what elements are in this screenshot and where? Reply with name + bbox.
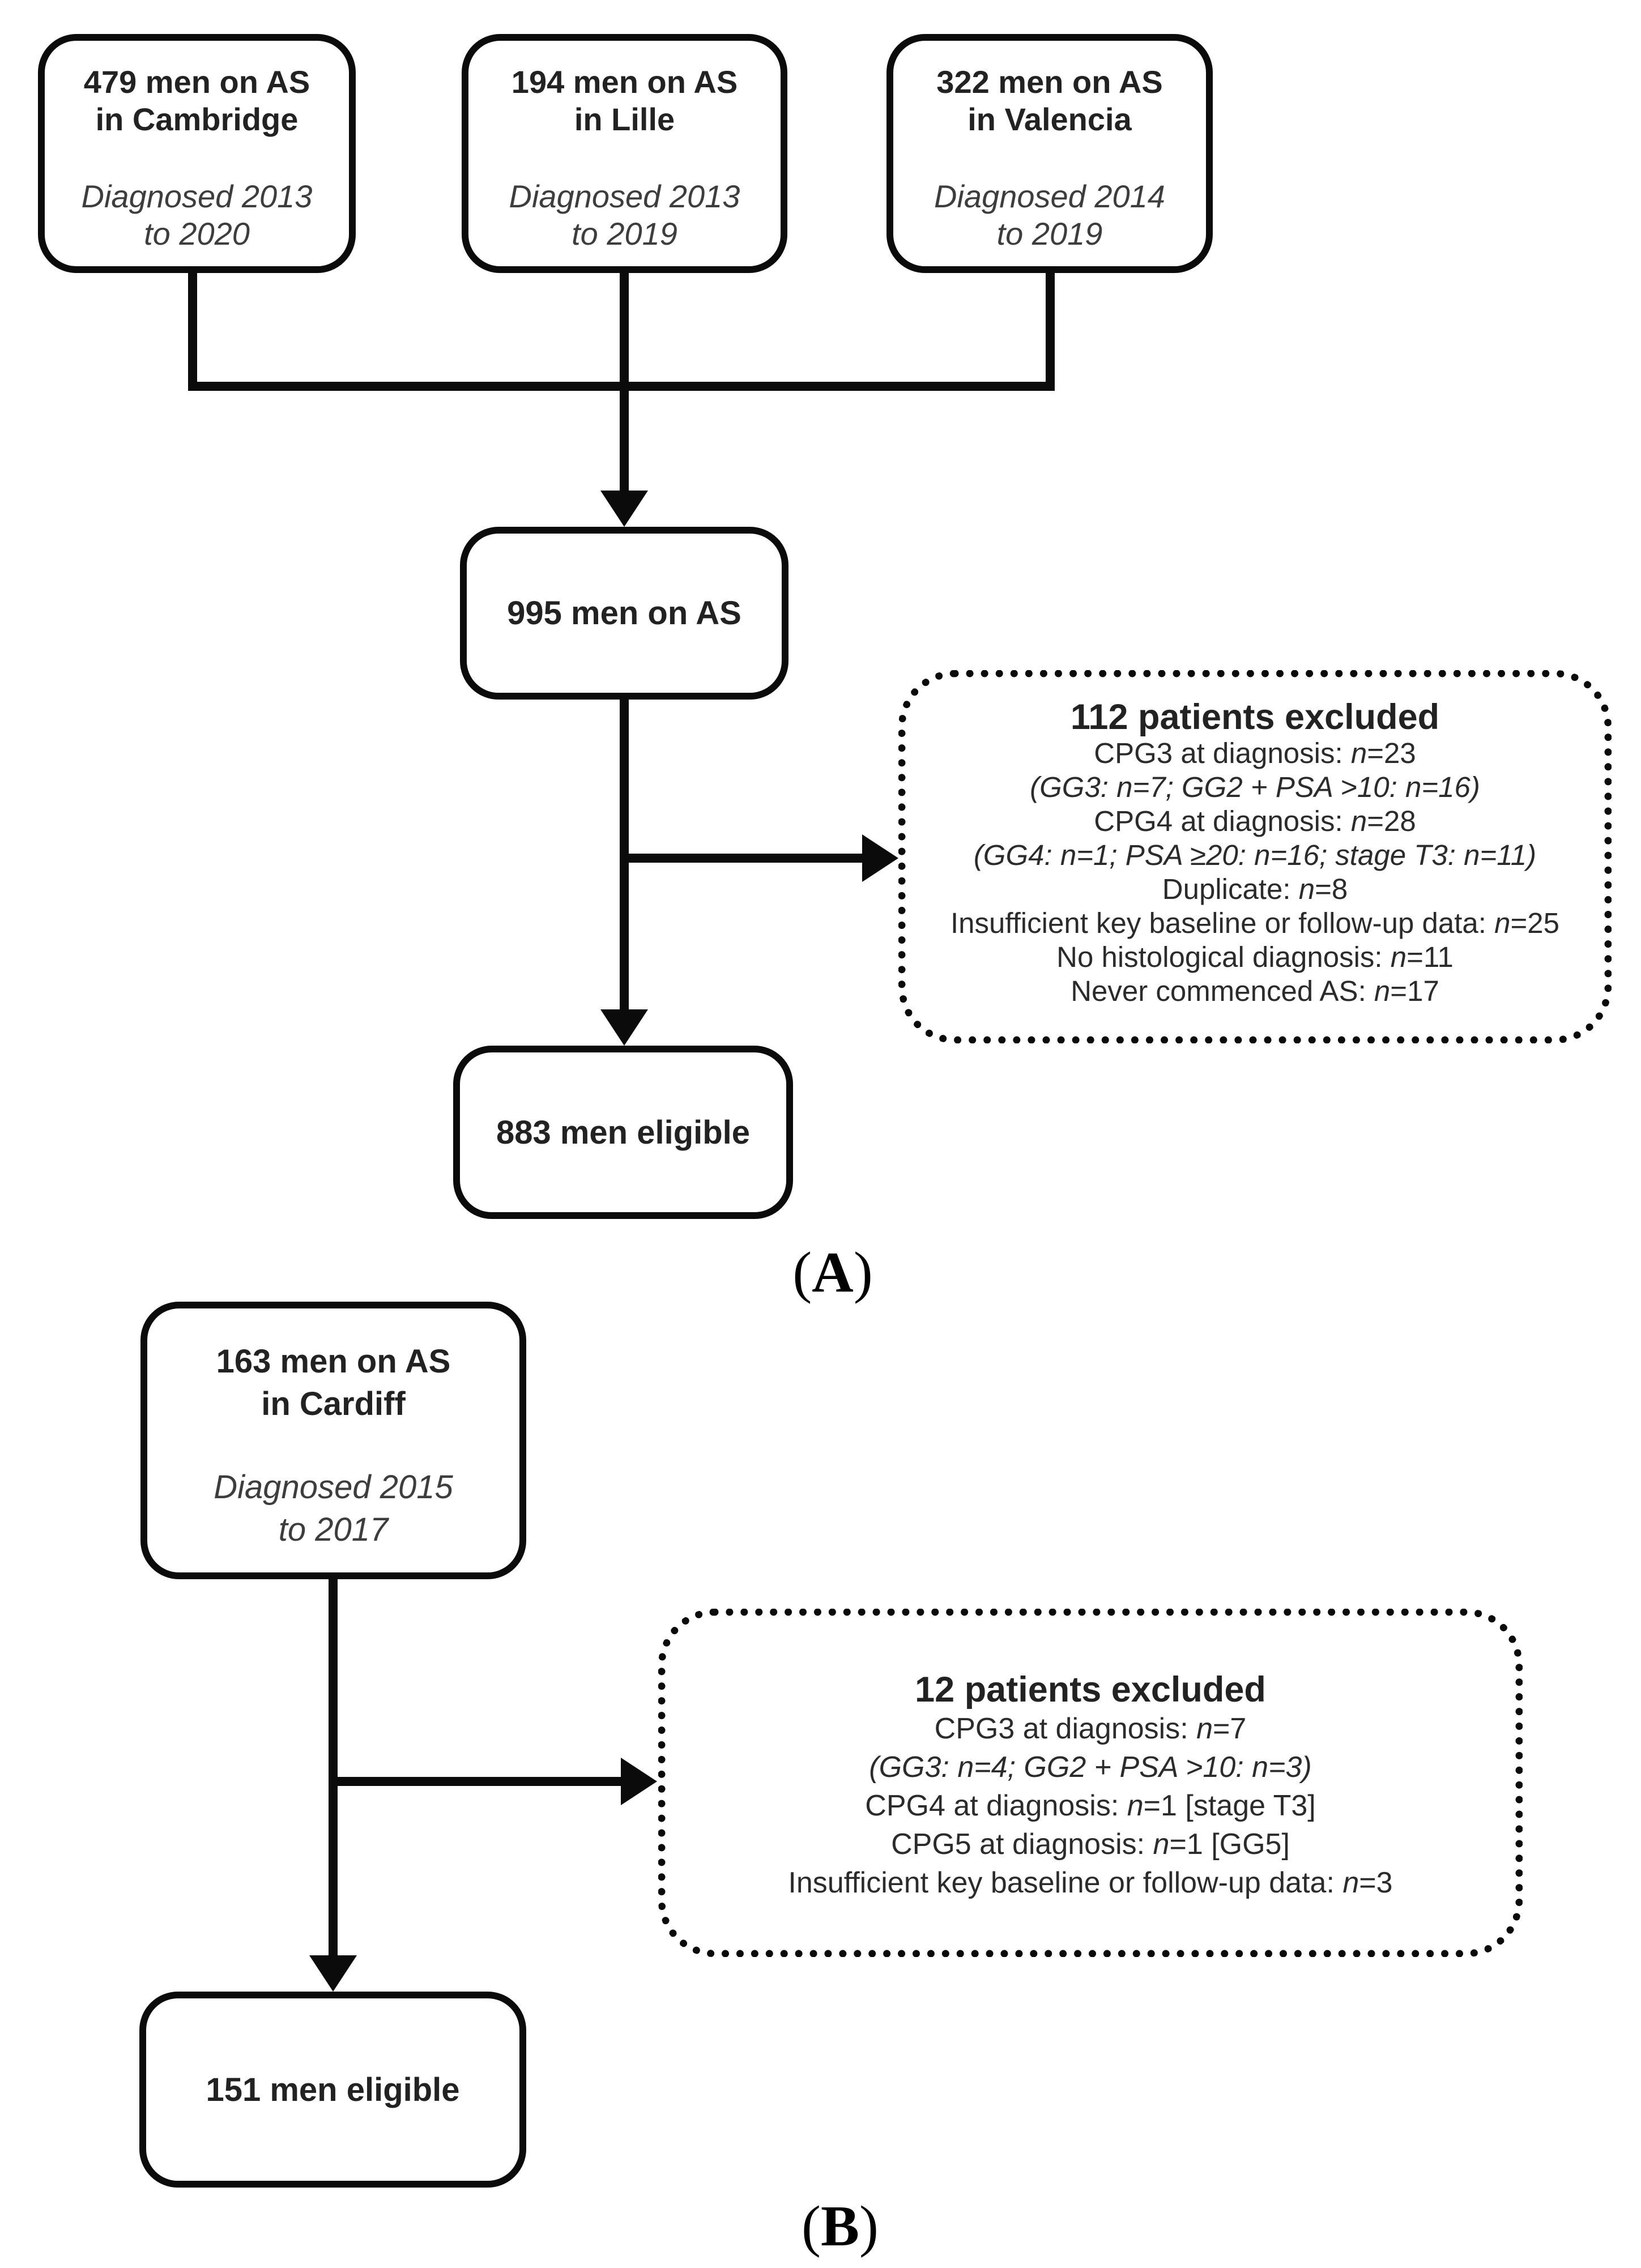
valencia-title-line2: in Valencia [967,101,1132,137]
connector-valencia-stub [1046,270,1055,391]
excluded-line: CPG5 at diagnosis: n=1 [GG5] [891,1828,1290,1861]
excluded-line: CPG3 at diagnosis: n=7 [934,1712,1247,1745]
cambridge-subtitle-line2: to 2020 [144,216,250,251]
valencia-subtitle-line2: to 2019 [996,216,1103,251]
eligible-a-text: 883 men eligible [496,1114,751,1151]
cambridge-title-line1: 479 men on AS [83,64,310,100]
excluded-line: CPG4 at diagnosis: n=1 [stage T3] [865,1789,1316,1822]
node-cardiff: 163 men on AS in Cardiff Diagnosed 2015 … [140,1302,526,1579]
panel-b-label-close: ) [859,2194,879,2258]
lille-title-line2: in Lille [574,101,675,137]
excluded-line: CPG4 at diagnosis: n=28 [1094,805,1416,837]
excluded-a-lines: CPG3 at diagnosis: n=23(GG3: n=7; GG2 + … [923,736,1587,1008]
panel-a-label-close: ) [853,1240,873,1304]
excluded-line: CPG3 at diagnosis: n=23 [1094,737,1416,769]
cardiff-title-line1: 163 men on AS [216,1343,451,1380]
node-eligible-b: 151 men eligible [139,1992,526,2188]
connector-branch-b [329,1777,621,1786]
connector-branch-a [620,854,863,863]
panel-b-label: (B) [795,2193,885,2260]
cardiff-subtitle-line1: Diagnosed 2015 [214,1469,453,1506]
panel-b-label-open: ( [802,2194,821,2258]
valencia-title: 322 men on AS in Valencia [893,63,1206,138]
excluded-b-lines: CPG3 at diagnosis: n=7 (GG3: n=4; GG2 + P… [683,1709,1498,1902]
pooled-text: 995 men on AS [507,595,741,632]
cambridge-subtitle-line1: Diagnosed 2013 [81,178,313,214]
node-eligible-a: 883 men eligible [453,1046,793,1219]
excluded-line: Never commenced AS: n=17 [1071,975,1439,1007]
excluded-line: (GG3: n=4; GG2 + PSA >10: n=3) [869,1751,1312,1784]
panel-a-label: (A) [787,1239,878,1306]
lille-title-line1: 194 men on AS [511,64,738,100]
excluded-line: (GG3: n=7; GG2 + PSA >10: n=16) [1030,771,1480,803]
valencia-subtitle: Diagnosed 2014 to 2019 [893,178,1206,253]
node-pooled: 995 men on AS [460,527,788,700]
excluded-line: Insufficient key baseline or follow-up d… [950,907,1559,939]
arrowhead-to-eligible-b [309,1955,357,1992]
lille-title: 194 men on AS in Lille [468,63,781,138]
cambridge-title-line2: in Cambridge [95,101,299,137]
connector-cardiff-eligible [329,1579,338,1956]
connector-cambridge-stub [188,270,197,391]
lille-subtitle-line1: Diagnosed 2013 [509,178,740,214]
arrowhead-to-eligible-a [600,1009,648,1046]
cardiff-title: 163 men on AS in Cardiff [147,1340,519,1425]
cambridge-subtitle: Diagnosed 2013 to 2020 [45,178,349,253]
valencia-subtitle-line1: Diagnosed 2014 [934,178,1165,214]
panel-a-label-letter: A [812,1240,854,1304]
node-cambridge: 479 men on AS in Cambridge Diagnosed 201… [38,34,356,273]
node-excluded-b: 12 patients excluded CPG3 at diagnosis: … [658,1609,1523,1957]
excluded-line: (GG4: n=1; PSA ≥20: n=16; stage T3: n=11… [973,839,1537,871]
cambridge-title: 479 men on AS in Cambridge [45,63,349,138]
excluded-line: No histological diagnosis: n=11 [1056,941,1454,973]
valencia-title-line1: 322 men on AS [936,64,1163,100]
node-valencia: 322 men on AS in Valencia Diagnosed 2014… [886,34,1213,273]
cardiff-subtitle-line2: to 2017 [278,1511,389,1548]
arrowhead-to-excluded-b [621,1758,657,1805]
node-excluded-a: 112 patients excluded CPG3 at diagnosis:… [898,670,1612,1043]
panel-a-label-open: ( [792,1240,812,1304]
lille-subtitle: Diagnosed 2013 to 2019 [468,178,781,253]
panel-b-label-letter: B [820,2194,860,2258]
excluded-line: Duplicate: n=8 [1162,873,1348,905]
cardiff-subtitle: Diagnosed 2015 to 2017 [147,1466,519,1551]
excluded-line: Insufficient key baseline or follow-up d… [788,1866,1393,1899]
arrowhead-to-pooled [600,491,648,527]
connector-to-pooled [620,270,629,492]
excluded-b-title: 12 patients excluded [915,1670,1266,1709]
arrowhead-to-excluded-a [862,834,898,882]
excluded-a-title: 112 patients excluded [1070,697,1440,737]
eligible-b-text: 151 men eligible [206,2071,460,2108]
node-lille: 194 men on AS in Lille Diagnosed 2013 to… [462,34,787,273]
lille-subtitle-line2: to 2019 [572,216,677,251]
cardiff-title-line2: in Cardiff [261,1385,406,1422]
